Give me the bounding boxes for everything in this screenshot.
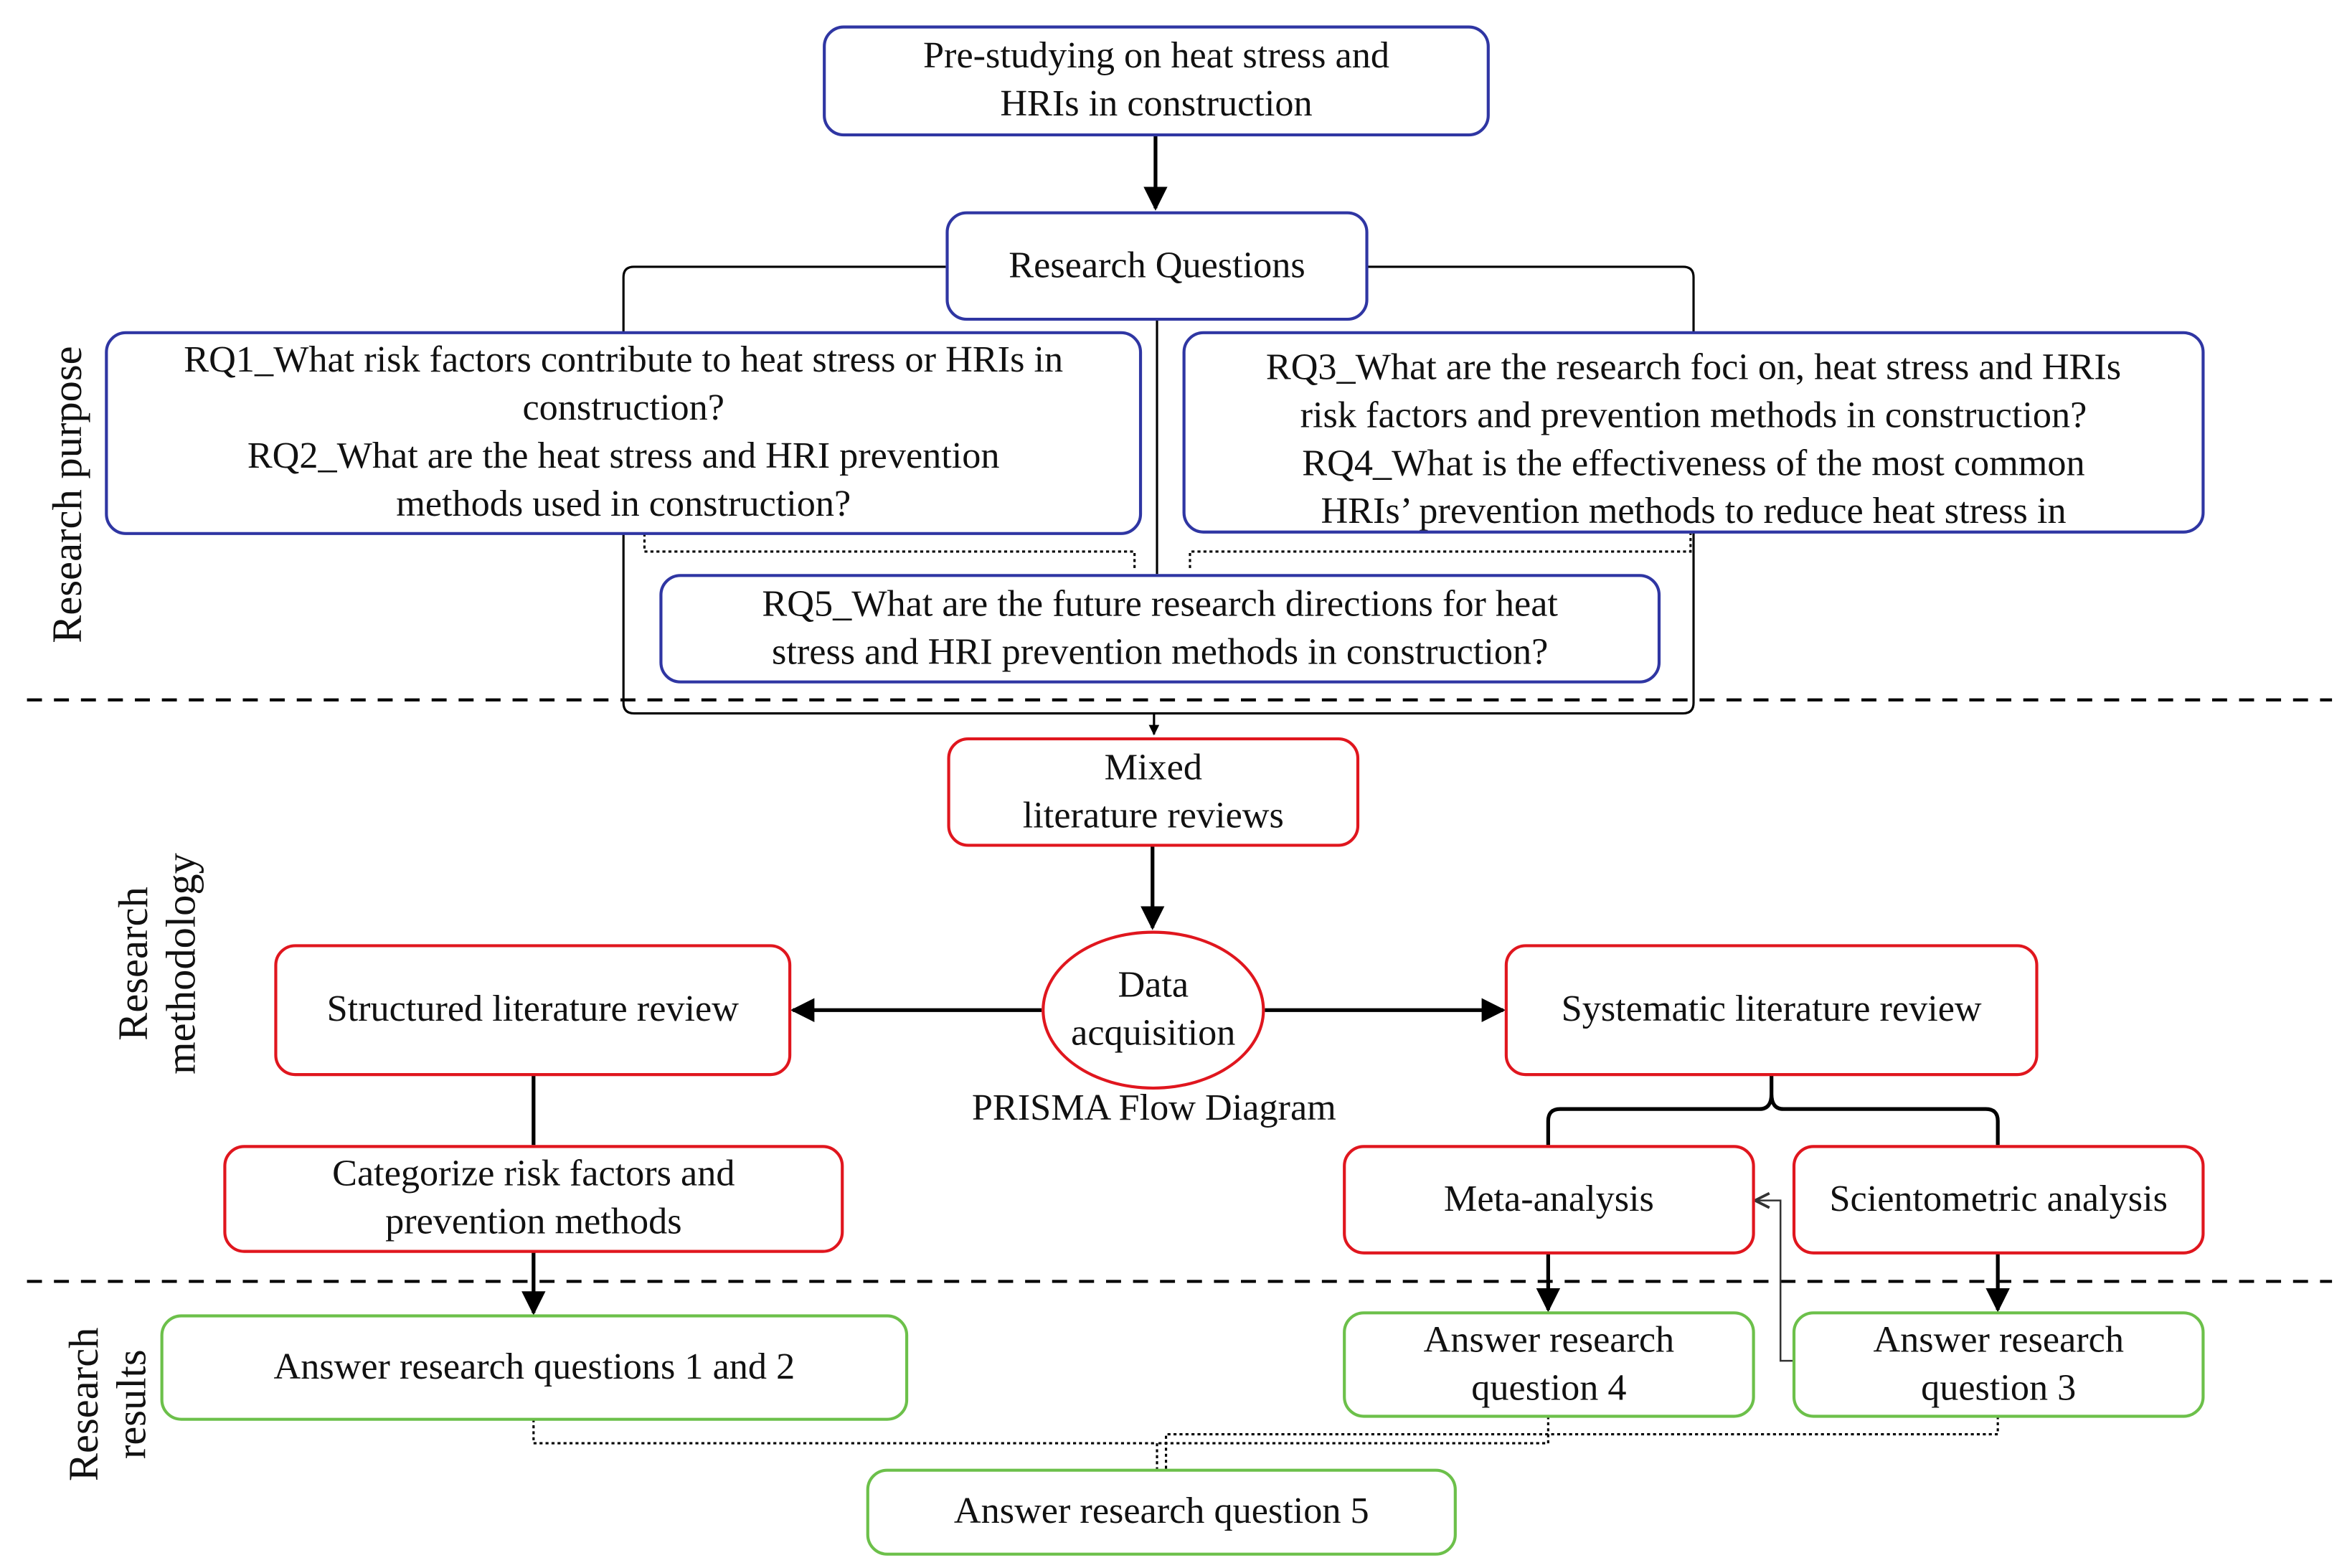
research-questions-box: Research Questions <box>945 211 1369 321</box>
prestudy-text: Pre-studying on heat stress and HRIs in … <box>923 36 1389 125</box>
dotted-rq12-to-rq5 <box>643 533 1136 572</box>
rq5-text: RQ5_What are the future research directi… <box>762 583 1558 673</box>
questions-bracket <box>622 265 1695 715</box>
answer-q12-text: Answer research questions 1 and 2 <box>273 1346 795 1387</box>
section-label-results: Research results <box>61 1327 156 1481</box>
dotted-answers-to-answer5 <box>532 1416 1999 1469</box>
meta-analysis-text: Meta-analysis <box>1443 1179 1654 1219</box>
arrow-answer3-to-meta <box>1755 1201 1795 1362</box>
answer-q5-text: Answer research question 5 <box>953 1491 1369 1532</box>
categorize-box: Categorize risk factors and prevention m… <box>223 1145 844 1253</box>
systematic-review-text: Systematic literature review <box>1561 989 1982 1030</box>
prisma-caption: PRISMA Flow Diagram <box>971 1087 1336 1129</box>
data-acquisition-node: Data acquisition <box>1042 930 1265 1090</box>
answer-q3-text: Answer research question 3 <box>1873 1319 2124 1408</box>
prestudy-box: Pre-studying on heat stress and HRIs in … <box>823 25 1490 137</box>
research-questions-text: Research Questions <box>1009 245 1305 286</box>
answer-q4-box: Answer research question 4 <box>1343 1311 1755 1418</box>
scientometric-box: Scientometric analysis <box>1792 1145 2205 1255</box>
data-acquisition-text: Data acquisition <box>1071 965 1236 1054</box>
rq1-rq2-text: RQ1_What risk factors contribute to heat… <box>184 340 1064 525</box>
dotted-rq34-to-rq5 <box>1189 533 1692 568</box>
rq5-box: RQ5_What are the future research directi… <box>659 574 1661 684</box>
brace-systematic-split <box>1546 1075 2000 1146</box>
mixed-review-text: Mixed literature reviews <box>1022 747 1284 836</box>
structured-review-box: Structured literature review <box>274 944 792 1077</box>
rq1-rq2-box: RQ1_What risk factors contribute to heat… <box>105 331 1143 535</box>
structured-review-text: Structured literature review <box>326 989 739 1030</box>
section-label-methodology: Research methodology <box>110 853 206 1075</box>
answer-q3-box: Answer research question 3 <box>1792 1311 2205 1418</box>
mixed-review-box: Mixed literature reviews <box>947 737 1360 847</box>
answer-q12-box: Answer research questions 1 and 2 <box>160 1314 909 1421</box>
answer-q5-box: Answer research question 5 <box>866 1468 1457 1556</box>
systematic-review-box: Systematic literature review <box>1504 944 2039 1077</box>
scientometric-text: Scientometric analysis <box>1829 1179 2168 1219</box>
rq3-rq4-text: RQ3_What are the research foci on, heat … <box>1265 347 2122 532</box>
answer-q4-text: Answer research question 4 <box>1423 1319 1675 1408</box>
categorize-text: Categorize risk factors and prevention m… <box>332 1153 735 1243</box>
rq3-rq4-box: RQ3_What are the research foci on, heat … <box>1182 331 2205 534</box>
meta-analysis-box: Meta-analysis <box>1343 1145 1755 1255</box>
section-label-purpose: Research purpose <box>44 346 92 643</box>
